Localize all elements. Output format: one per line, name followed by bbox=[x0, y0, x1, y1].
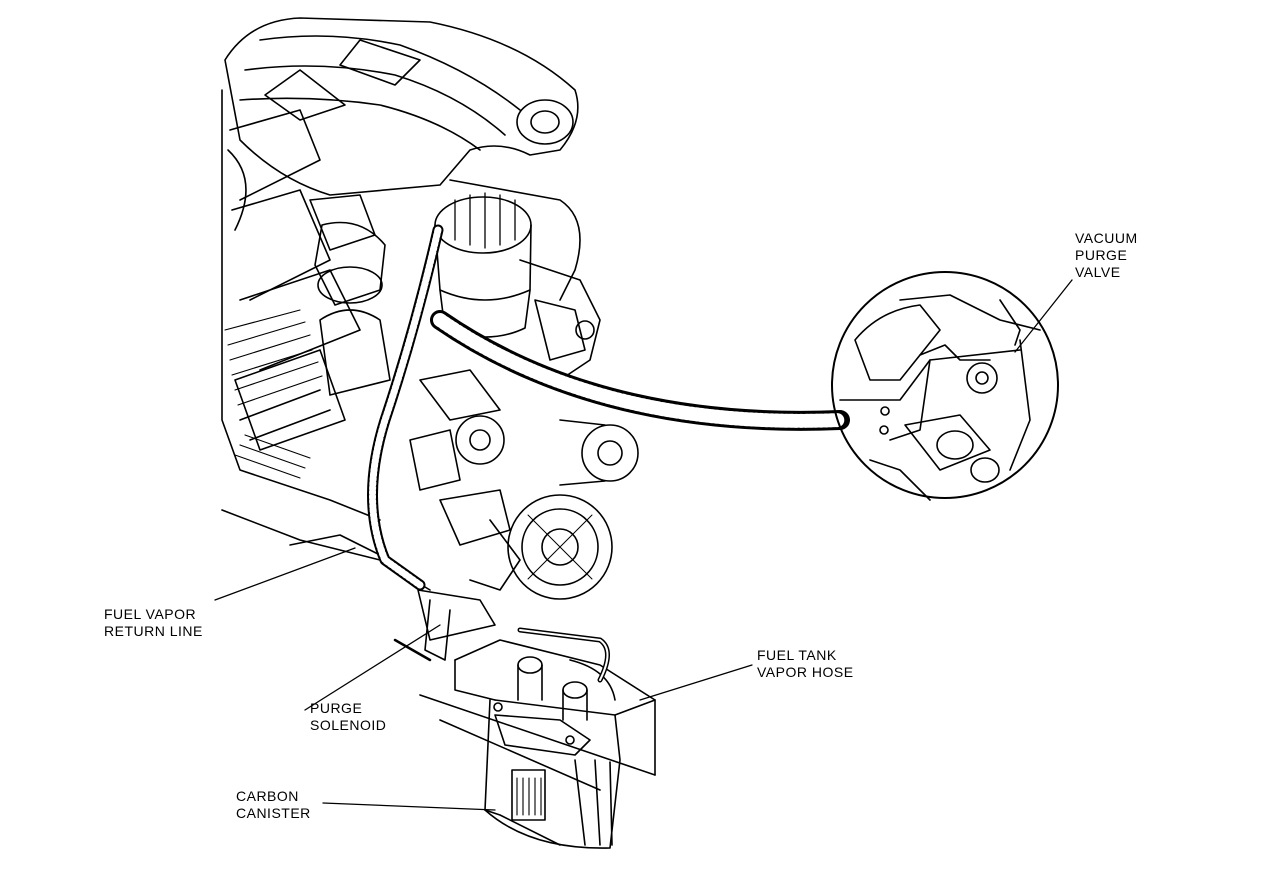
vacuum-purge-valve-label: VACUUM PURGE VALVE bbox=[1075, 230, 1138, 281]
fuel-vapor-return-line-tube bbox=[367, 224, 444, 591]
fuel-vapor-return-line-label-line-1: FUEL VAPOR bbox=[104, 606, 197, 622]
leader-fuel-vapor-return-line bbox=[214, 547, 356, 601]
engine-block bbox=[221, 17, 639, 600]
leader-purge-solenoid bbox=[304, 624, 441, 711]
purge-valve-detail-inset bbox=[831, 271, 1059, 501]
purge-solenoid-label: PURGE SOLENOID bbox=[310, 700, 386, 734]
fuel-vapor-return-line-label: FUEL VAPOR RETURN LINE bbox=[104, 606, 203, 640]
vacuum-purge-valve-label-line-3: VALVE bbox=[1075, 264, 1121, 280]
purge-solenoid-label-line-2: SOLENOID bbox=[310, 717, 387, 733]
leader-lines bbox=[214, 279, 1073, 811]
carbon-canister-label-line-1: CARBON bbox=[236, 788, 299, 804]
fuel-vapor-return-line-label-line-2: RETURN LINE bbox=[104, 623, 203, 639]
vacuum-hose bbox=[430, 310, 850, 431]
carbon-canister-label: CARBON CANISTER bbox=[236, 788, 311, 822]
vacuum-purge-valve-label-line-1: VACUUM bbox=[1075, 230, 1138, 246]
canister-assembly bbox=[393, 589, 656, 849]
carbon-canister-label-line-2: CANISTER bbox=[236, 805, 311, 821]
vacuum-purge-valve-label-line-2: PURGE bbox=[1075, 247, 1128, 263]
leader-fuel-tank-vapor-hose bbox=[639, 664, 753, 701]
purge-solenoid-label-line-1: PURGE bbox=[310, 700, 363, 716]
fuel-tank-vapor-hose-label: FUEL TANK VAPOR HOSE bbox=[757, 647, 854, 681]
leader-carbon-canister bbox=[322, 802, 496, 811]
leader-vacuum-purge-valve bbox=[1014, 279, 1073, 353]
fuel-tank-vapor-hose-label-line-1: FUEL TANK bbox=[757, 647, 837, 663]
fuel-tank-vapor-hose-label-line-2: VAPOR HOSE bbox=[757, 664, 854, 680]
